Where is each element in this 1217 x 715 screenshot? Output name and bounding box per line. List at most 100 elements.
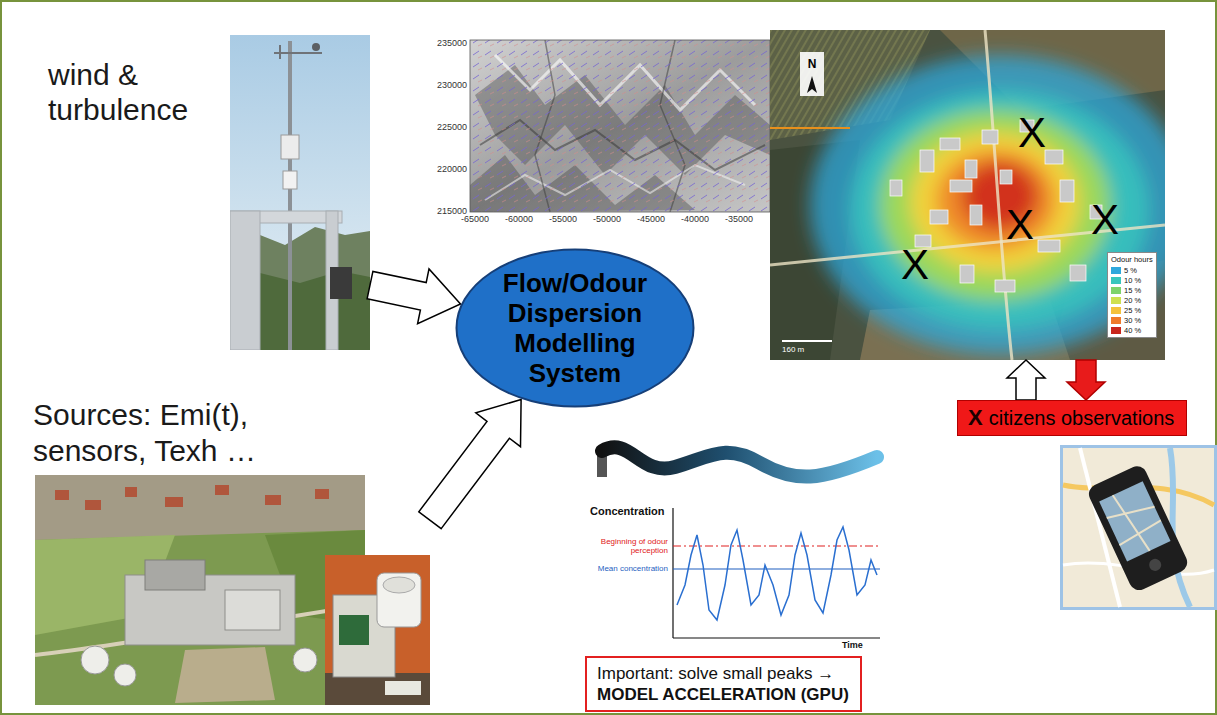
north-letter: N xyxy=(808,58,817,71)
phone-photo-part xyxy=(1099,481,1170,561)
odour-map-part xyxy=(880,110,1110,300)
odour-map-part xyxy=(807,76,817,93)
text-anchor: 220000 xyxy=(437,164,467,174)
text-anchor: 225000 xyxy=(437,122,467,132)
observation-marker: X xyxy=(1018,111,1046,155)
legend-row: 15 % xyxy=(1111,285,1153,295)
axis-number: -55000 xyxy=(549,214,577,224)
odour-map-part xyxy=(985,30,1012,360)
note-text: Important: solve small peaks → xyxy=(597,663,850,684)
mast-photo-part xyxy=(281,135,299,159)
odour-map xyxy=(770,30,1165,360)
odour-map-part xyxy=(995,280,1015,292)
ellipse-label: Flow/Odour Dispersion Modelling System xyxy=(503,268,647,388)
odour-map-part xyxy=(965,160,977,178)
plume-concentration-chart-part xyxy=(602,447,877,476)
text-anchor: -50000 xyxy=(593,214,621,224)
axis-number: 230000 xyxy=(437,80,467,90)
text-anchor: 160 m xyxy=(782,345,804,355)
legend-text: 25 % xyxy=(1124,306,1141,315)
legend-row: 30 % xyxy=(1111,315,1153,325)
factory-photo-part xyxy=(35,475,365,540)
legend-swatch xyxy=(1111,267,1121,274)
sensor-device-photo-part xyxy=(339,615,369,645)
text-anchor: X xyxy=(1018,111,1046,155)
factory-photo-part xyxy=(165,497,183,507)
observation-marker: X xyxy=(901,243,929,287)
odour-map-part xyxy=(1038,240,1060,252)
factory-photo-part xyxy=(145,560,205,590)
odour-map-part xyxy=(940,138,960,150)
axis-title: Time xyxy=(842,640,863,651)
factory-photo-part xyxy=(125,487,137,497)
text-anchor: -60000 xyxy=(505,214,533,224)
axis-number: -60000 xyxy=(505,214,533,224)
legend-swatch xyxy=(1111,277,1121,284)
odour-map-part xyxy=(960,265,974,283)
phone-photo-part xyxy=(1147,557,1163,573)
text-anchor: -65000 xyxy=(461,214,489,224)
axis-number: -40000 xyxy=(681,214,709,224)
legend-box: Odour hours5 %10 %15 %20 %25 %30 %40 % xyxy=(1107,252,1157,338)
legend-row: 20 % xyxy=(1111,295,1153,305)
odour-map-part xyxy=(770,127,850,129)
mast-photo-part xyxy=(288,41,292,350)
legend-swatch xyxy=(1111,307,1121,314)
model-ellipse: Flow/Odour Dispersion Modelling System xyxy=(455,248,695,408)
scale-label: 160 m xyxy=(782,345,804,355)
odour-map-part xyxy=(782,340,832,342)
legend-text: 40 % xyxy=(1124,326,1141,335)
text-anchor: Beginning of odour perception xyxy=(586,537,668,555)
text-anchor: X xyxy=(1091,198,1119,242)
legend-swatch xyxy=(1111,327,1121,334)
legend-row: 40 % xyxy=(1111,325,1153,335)
block-arrow xyxy=(1067,360,1105,400)
plume-concentration-chart-part xyxy=(672,508,673,638)
mast-photo-part xyxy=(274,52,322,54)
text-anchor: -45000 xyxy=(637,214,665,224)
axis-number: 225000 xyxy=(437,122,467,132)
block-arrow xyxy=(367,269,460,324)
axis-number: -50000 xyxy=(593,214,621,224)
mast-photo-part xyxy=(230,35,370,350)
legend-row: 25 % xyxy=(1111,305,1153,315)
box-label: citizens observations xyxy=(989,405,1175,431)
phone-photo-part xyxy=(1086,463,1191,593)
mast-photo-part xyxy=(283,171,297,189)
text-anchor: Concentration xyxy=(590,505,665,518)
legend-text: 10 % xyxy=(1124,276,1141,285)
axis-number: -35000 xyxy=(725,214,753,224)
block-arrow xyxy=(419,400,521,529)
text-anchor: Mean concentration xyxy=(578,564,668,573)
legend-text: 30 % xyxy=(1124,316,1141,325)
legend-text: 5 % xyxy=(1124,266,1137,275)
observation-marker: X xyxy=(968,405,983,431)
terrain-wind-map-part xyxy=(470,40,770,212)
input-heading: wind & turbulence xyxy=(48,57,230,127)
factory-photo-part xyxy=(81,646,109,674)
threshold-label: Beginning of odour perception xyxy=(586,537,668,555)
odour-map-part xyxy=(1000,170,1012,184)
factory-photo-part xyxy=(265,495,281,505)
sensor-device-photo xyxy=(325,555,430,705)
text-anchor: Time xyxy=(842,640,863,651)
legend-swatch xyxy=(1111,317,1121,324)
factory-photo-part xyxy=(225,590,280,630)
mast-photo xyxy=(230,35,370,350)
axis-number: 220000 xyxy=(437,164,467,174)
phone-photo-part xyxy=(1086,463,1191,593)
mean-label: Mean concentration xyxy=(578,564,668,573)
factory-photo-part xyxy=(35,475,365,705)
factory-photo-part xyxy=(55,485,329,510)
text-anchor: -35000 xyxy=(725,214,753,224)
phone-photo-part xyxy=(1099,481,1170,561)
odour-map-part xyxy=(920,150,934,172)
terrain-wind-map-part xyxy=(470,40,770,212)
odour-map-part xyxy=(982,130,998,144)
mast-photo-part xyxy=(230,211,260,350)
odour-map-part xyxy=(1060,180,1074,202)
ellipse-outline xyxy=(457,250,694,407)
note-box: Important: solve small peaks →MODEL ACCE… xyxy=(585,656,862,712)
factory-photo-part xyxy=(315,489,329,499)
axis-title: Concentration xyxy=(590,505,665,518)
